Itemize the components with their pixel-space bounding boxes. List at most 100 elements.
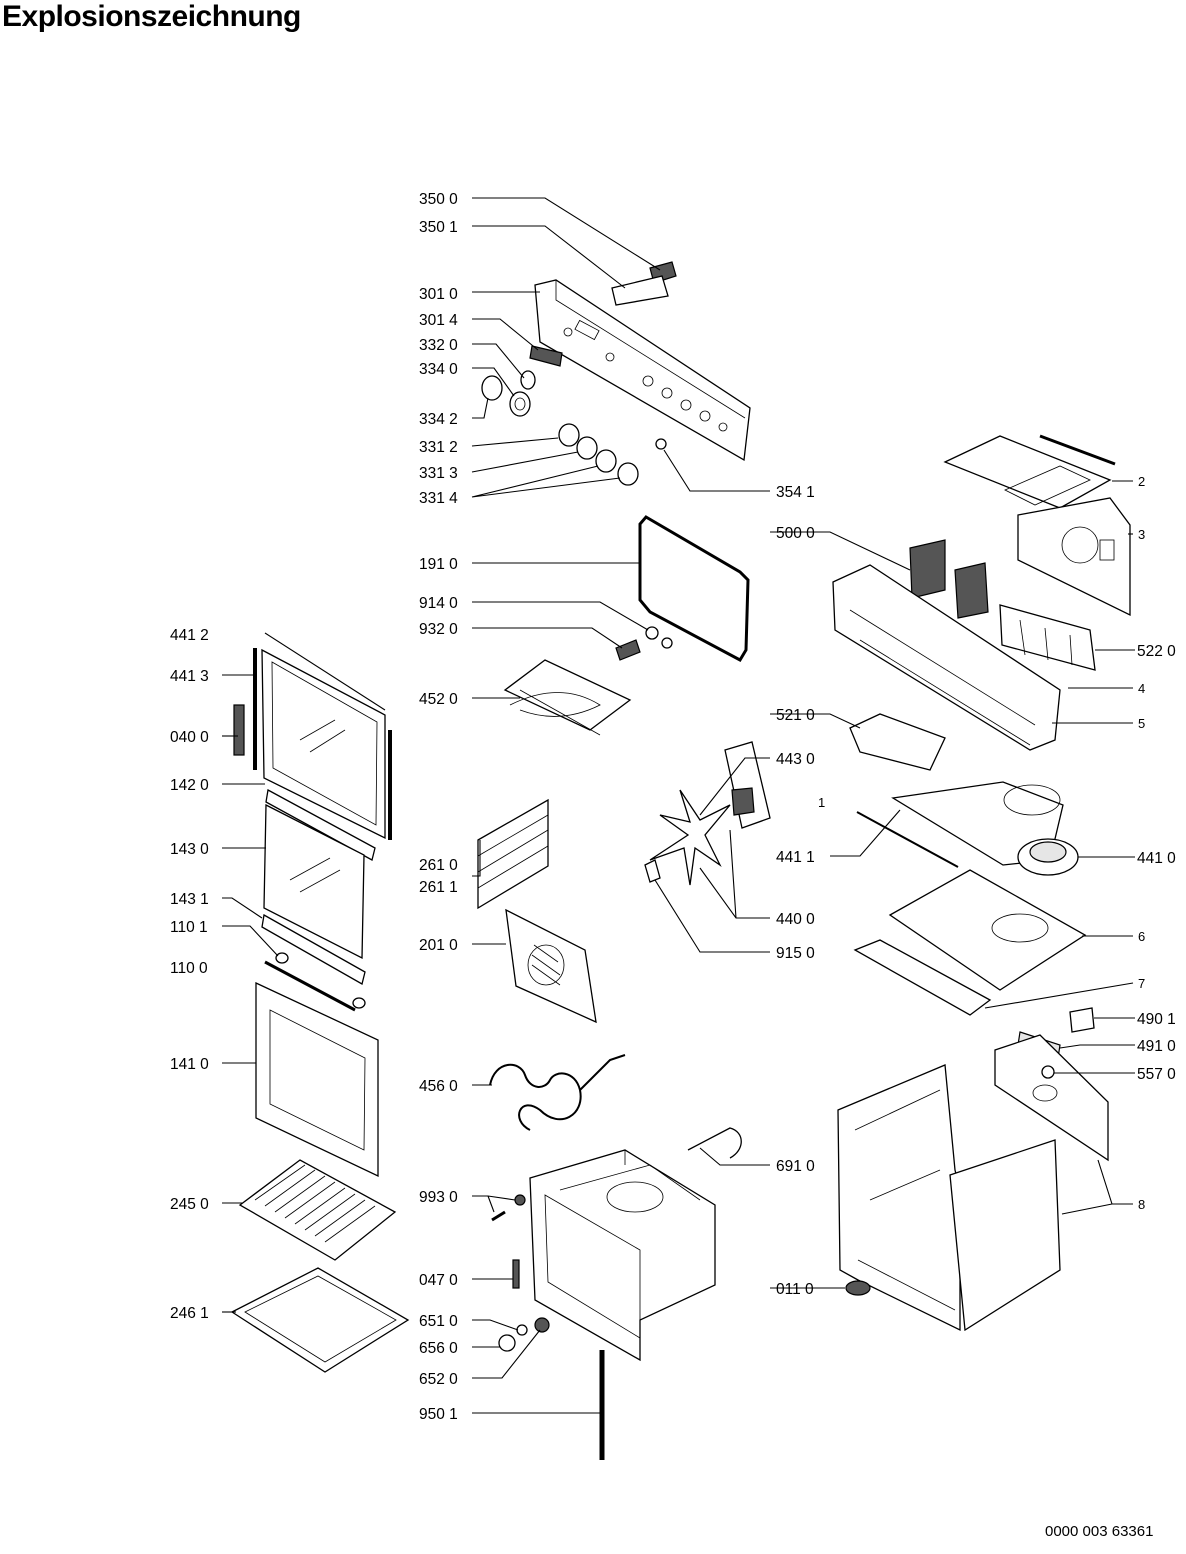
door-group (230, 632, 410, 1373)
label-1: 1 (818, 795, 825, 810)
switch-part-350-1 (611, 275, 669, 306)
label-443-0: 443 0 (776, 751, 815, 768)
label-350-1: 350 1 (419, 219, 458, 236)
label-143-1: 143 1 (170, 891, 209, 908)
label-245-0: 245 0 (170, 1196, 209, 1213)
label-301-4: 301 4 (419, 312, 458, 329)
door-hinge (233, 704, 245, 756)
leader-lines (222, 197, 1135, 1414)
label-331-2: 331 2 (419, 439, 458, 456)
label-441-3: 441 3 (170, 668, 209, 685)
label-6: 6 (1138, 929, 1145, 944)
label-334-2: 334 2 (419, 411, 458, 428)
rear-panel-fan-cover (505, 908, 597, 1024)
door-glass (263, 803, 365, 960)
lamp-holder (615, 639, 641, 661)
label-950-1: 950 1 (419, 1406, 458, 1423)
door-clip-110-1 (275, 952, 289, 964)
label-441-0: 441 0 (1137, 850, 1176, 867)
fan-group (644, 741, 771, 886)
label-334-0: 334 0 (419, 361, 458, 378)
label-656-0: 656 0 (419, 1340, 458, 1357)
label-110-1: 110 1 (170, 919, 208, 936)
label-915-0: 915 0 (776, 945, 815, 962)
control-frame (832, 564, 1061, 751)
label-5: 5 (1138, 716, 1145, 731)
screw-993-0 (491, 1210, 506, 1222)
label-441-2: 441 2 (170, 627, 209, 644)
knob-331-4a (595, 449, 617, 473)
heating-element (489, 1054, 626, 1131)
label-142-0: 142 0 (170, 777, 209, 794)
label-191-0: 191 0 (419, 556, 458, 573)
label-261-1: 261 1 (419, 879, 458, 896)
label-354-1: 354 1 (776, 484, 815, 501)
label-557-0: 557 0 (1137, 1066, 1176, 1083)
switch-block-500-0 (909, 539, 946, 599)
label-7: 7 (1138, 976, 1145, 991)
label-652-0: 652 0 (419, 1371, 458, 1388)
label-521-0: 521 0 (776, 707, 815, 724)
label-301-0: 301 0 (419, 286, 458, 303)
inner-door-frame (261, 648, 386, 840)
label-522-0: 522 0 (1137, 643, 1176, 660)
upper-air-duct (891, 781, 1064, 866)
label-914-0: 914 0 (419, 595, 458, 612)
middle-group (477, 515, 750, 1460)
fan-nut (644, 859, 661, 883)
strip-441-2 (264, 632, 386, 711)
label-011-0: 011 0 (776, 1281, 814, 1298)
control-board-521-0 (849, 713, 946, 771)
knob-332-0 (520, 370, 536, 390)
top-cover-plate (943, 435, 1112, 509)
part-651-0 (516, 1324, 528, 1336)
label-141-0: 141 0 (170, 1056, 209, 1073)
air-guide (853, 939, 992, 1016)
part-652-0 (534, 1317, 550, 1333)
label-4: 4 (1138, 681, 1145, 696)
knob-331-3 (576, 436, 598, 460)
label-932-0: 932 0 (419, 621, 458, 638)
label-331-3: 331 3 (419, 465, 458, 482)
label-691-0: 691 0 (776, 1158, 815, 1175)
rear-cover-panel (1017, 497, 1131, 617)
label-8: 8 (1138, 1197, 1145, 1212)
label-3: 3 (1138, 527, 1145, 542)
label-651-0: 651 0 (419, 1313, 458, 1330)
label-440-0: 440 0 (776, 911, 815, 928)
knob-334-2 (481, 375, 503, 401)
label-491-0: 491 0 (1137, 1038, 1176, 1055)
label-040-0: 040 0 (170, 729, 209, 746)
page-title: Explosionszeichnung (2, 0, 301, 33)
label-490-1: 490 1 (1137, 1011, 1176, 1028)
control-panel-group (481, 261, 751, 486)
foot-011-0 (845, 1280, 871, 1296)
door-gasket (638, 515, 750, 662)
strip-441-1 (856, 811, 959, 868)
side-rack (477, 798, 549, 910)
label-201-0: 201 0 (419, 937, 458, 954)
part-labels: 350 0 350 1 301 0 301 4 332 0 334 0 334 … (170, 191, 1176, 1423)
part-557-0 (1041, 1065, 1055, 1079)
label-143-0: 143 0 (170, 841, 209, 858)
label-332-0: 332 0 (419, 337, 458, 354)
label-110-0: 110 0 (170, 960, 208, 977)
outer-door (255, 981, 379, 1178)
label-993-0: 993 0 (419, 1189, 458, 1206)
temperature-sensor (687, 1127, 742, 1159)
oven-rack (238, 1159, 397, 1261)
door-trim-strip (265, 788, 376, 861)
label-2: 2 (1138, 474, 1145, 489)
fan-blade (649, 789, 731, 886)
lamp-cover (645, 626, 659, 640)
part-490-1 (1069, 1007, 1095, 1033)
document-number: 0000 003 63361 (1045, 1523, 1154, 1540)
label-500-0: 500 0 (776, 525, 815, 542)
fan-motor-bracket (724, 741, 771, 829)
part-656-0 (498, 1334, 516, 1352)
label-246-1: 246 1 (170, 1305, 209, 1322)
baking-tray (230, 1267, 410, 1373)
part-047-0 (512, 1259, 520, 1289)
glass-retainer-strip (261, 913, 366, 985)
